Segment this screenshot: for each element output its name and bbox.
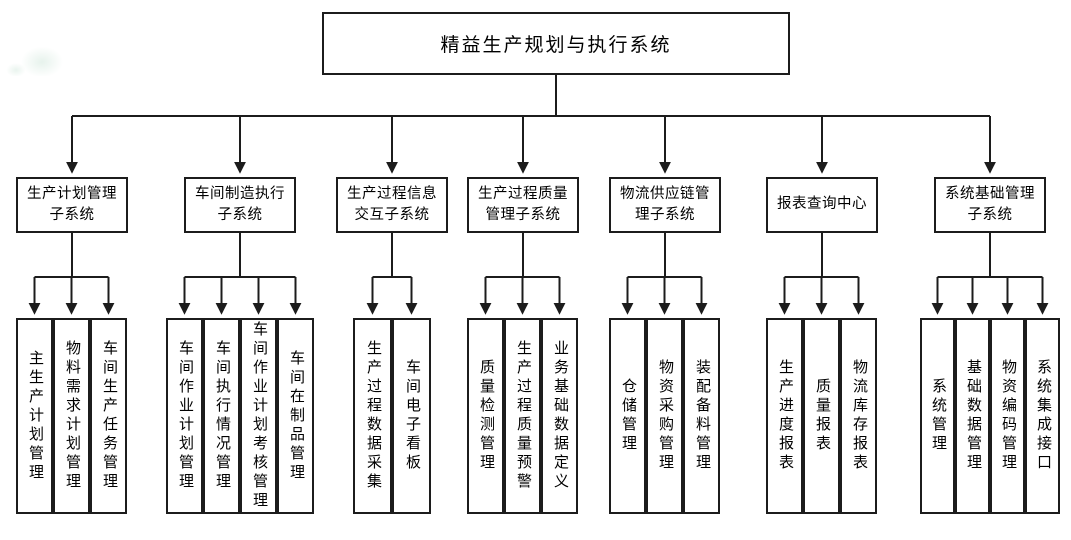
module-label: 装配备料管理 xyxy=(694,359,710,473)
subsystem-node-logistics-supply-chain: 物流供应链管 理子系统 xyxy=(609,177,721,233)
module-label: 业务基础数据定义 xyxy=(552,340,568,492)
subsystem-node-system-foundation: 系统基础管理 子系统 xyxy=(934,177,1046,233)
module-node-production-progress-report: 生产进度报表 xyxy=(766,318,803,514)
root-node: 精益生产规划与执行系统 xyxy=(322,12,790,75)
subsystem-node-process-info-interaction: 生产过程信息 交互子系统 xyxy=(336,177,448,233)
module-label: 系统集成接口 xyxy=(1035,359,1051,473)
module-node-workshop-wip: 车间在制品管理 xyxy=(277,318,314,514)
module-node-workshop-production-task: 车间生产任务管理 xyxy=(90,318,127,514)
subsystem-label: 生产过程质量 管理子系统 xyxy=(478,185,568,223)
module-label: 质量检测管理 xyxy=(478,359,494,473)
module-label: 车间在制品管理 xyxy=(288,349,304,483)
subsystem-label: 车间制造执行 子系统 xyxy=(195,185,285,223)
module-node-warehouse-management: 仓储管理 xyxy=(609,318,646,514)
module-node-logistics-inventory-report: 物流库存报表 xyxy=(840,318,877,514)
module-node-workshop-execution-status: 车间执行情况管理 xyxy=(203,318,240,514)
module-node-quality-inspection: 质量检测管理 xyxy=(467,318,504,514)
subsystem-label: 生产计划管理 子系统 xyxy=(27,185,117,223)
module-node-material-procurement: 物资采购管理 xyxy=(646,318,683,514)
module-label: 生产进度报表 xyxy=(777,359,793,473)
module-label: 主生产计划管理 xyxy=(27,349,43,483)
watermark-blob xyxy=(4,26,66,76)
module-node-process-quality-warning: 生产过程质量预警 xyxy=(504,318,541,514)
module-label: 车间执行情况管理 xyxy=(214,340,230,492)
module-label: 物资编码管理 xyxy=(1000,359,1016,473)
module-node-quality-report: 质量报表 xyxy=(803,318,840,514)
subsystem-node-process-quality: 生产过程质量 管理子系统 xyxy=(467,177,579,233)
module-node-material-coding-management: 物资编码管理 xyxy=(990,318,1025,514)
module-label: 生产过程质量预警 xyxy=(515,340,531,492)
module-node-base-data-management: 基础数据管理 xyxy=(955,318,990,514)
subsystem-label: 系统基础管理 子系统 xyxy=(945,185,1035,223)
subsystem-node-production-planning: 生产计划管理 子系统 xyxy=(16,177,128,233)
module-node-assembly-material-prep: 装配备料管理 xyxy=(683,318,720,514)
module-label: 车间作业计划考核管理 xyxy=(251,321,267,511)
module-label: 车间作业计划管理 xyxy=(177,340,193,492)
module-node-business-base-data-definition: 业务基础数据定义 xyxy=(541,318,578,514)
module-label: 物资采购管理 xyxy=(657,359,673,473)
module-node-workshop-job-plan-assessment: 车间作业计划考核管理 xyxy=(240,318,277,514)
module-label: 质量报表 xyxy=(814,378,830,454)
module-label: 车间生产任务管理 xyxy=(101,340,117,492)
module-node-system-management: 系统管理 xyxy=(920,318,955,514)
subsystem-node-workshop-mes: 车间制造执行 子系统 xyxy=(184,177,296,233)
subsystem-node-report-query-center: 报表查询中心 xyxy=(766,177,878,233)
module-label: 仓储管理 xyxy=(620,378,636,454)
module-node-master-production-plan: 主生产计划管理 xyxy=(16,318,53,514)
subsystem-label: 物流供应链管 理子系统 xyxy=(620,185,710,223)
module-node-system-integration-interface: 系统集成接口 xyxy=(1025,318,1060,514)
module-node-workshop-job-plan: 车间作业计划管理 xyxy=(166,318,203,514)
module-label: 物流库存报表 xyxy=(851,359,867,473)
module-label: 生产过程数据采集 xyxy=(365,340,381,492)
subsystem-label: 生产过程信息 交互子系统 xyxy=(347,185,437,223)
root-node-label: 精益生产规划与执行系统 xyxy=(440,35,672,56)
module-node-process-data-collection: 生产过程数据采集 xyxy=(353,318,392,514)
module-label: 车间电子看板 xyxy=(404,359,420,473)
module-label: 物料需求计划管理 xyxy=(64,340,80,492)
module-label: 基础数据管理 xyxy=(965,359,981,473)
module-node-material-requirements-plan: 物料需求计划管理 xyxy=(53,318,90,514)
subsystem-label: 报表查询中心 xyxy=(777,196,867,213)
module-node-workshop-e-kanban: 车间电子看板 xyxy=(392,318,431,514)
module-label: 系统管理 xyxy=(930,378,946,454)
